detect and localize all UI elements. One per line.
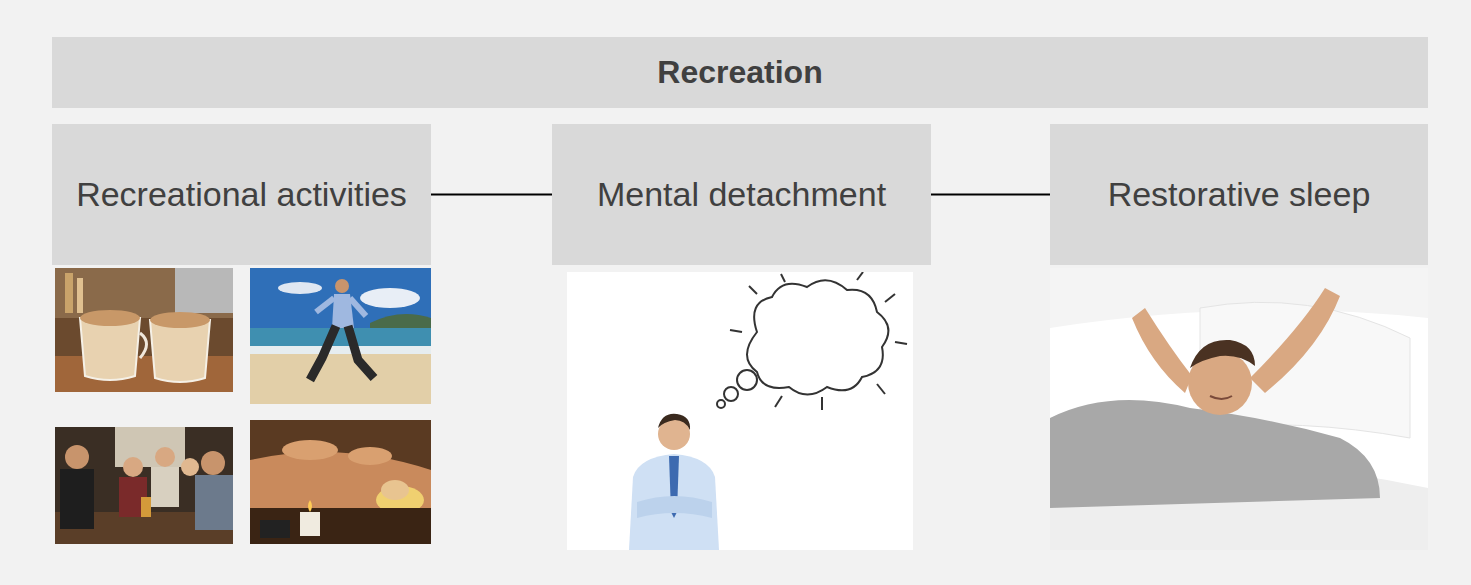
massage-scene [250,420,431,544]
thinking-man-illustration [567,272,913,550]
massage-photo [250,420,431,544]
box-label: Mental detachment [597,175,886,214]
title-band: Recreation [52,37,1428,108]
connector-line [931,194,1050,195]
box-label: Recreational activities [76,175,407,214]
sleep-scene [1050,268,1428,550]
beach-run-photo [250,268,431,404]
title-text: Recreation [657,54,822,91]
friends-scene [55,427,233,544]
category-box: Restorative sleep [1050,124,1428,265]
category-box: Recreational activities [52,124,431,265]
beach-scene [250,268,431,404]
coffee-photo [55,268,233,392]
sleeping-man-photo [1050,268,1428,550]
connector-line [431,194,552,195]
thinking-scene [567,272,913,550]
friends-photo [55,427,233,544]
coffee-scene [55,268,233,392]
category-box: Mental detachment [552,124,931,265]
box-label: Restorative sleep [1108,175,1371,214]
